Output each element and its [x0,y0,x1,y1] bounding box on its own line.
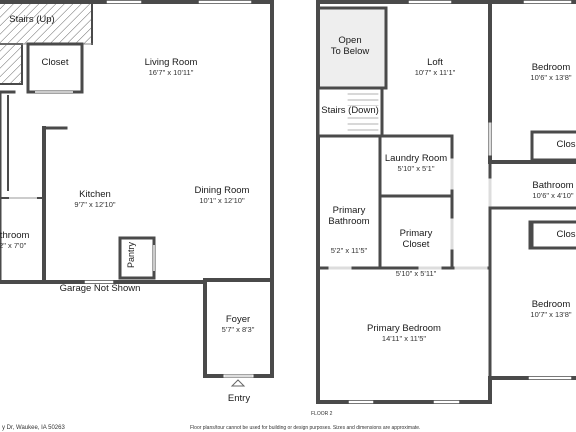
closet-a-label: Clos [556,139,576,150]
bathroom-label: athroom '2" x 7'0" [0,230,30,250]
closet-b-box [530,220,576,250]
stairs-up-hatch [0,2,92,44]
dining-room-label: Dining Room 10'1" x 12'10" [194,185,250,205]
entry-label: Entry [227,393,251,404]
primary-closet-label: Primary Closet 5'10" x 5'11" [395,228,437,278]
open-to-below-area [320,8,386,88]
disclaimer-text: Floor plans/tour cannot be used for buil… [190,425,421,431]
entry-arrow [230,379,246,387]
stairs-up-label: Stairs (Up) [9,14,55,25]
bedroom-top-label: Bedroom 10'6" x 13'8" [530,62,572,82]
living-room-label: Living Room 16'7" x 10'11" [144,57,198,77]
floor-1 [0,0,274,387]
foyer-label: Foyer 5'7" x 8'3" [221,314,255,334]
bedroom-bottom-label: Bedroom 10'7" x 13'8" [530,299,572,319]
closet-a-box [530,130,576,162]
laundry-room-label: Laundry Room 5'10" x 5'1" [384,153,448,173]
loft-label: Loft 10'7" x 11'1" [414,57,456,77]
primary-bedroom-label: Primary Bedroom 14'11" x 11'5" [367,323,441,343]
kitchen-label: Kitchen 9'7" x 12'10" [74,189,116,209]
floor-2 [316,0,576,404]
closet-b-label: Clos [556,229,576,240]
closet-label: Closet [41,57,69,68]
primary-bathroom-label: Primary Bathroom 5'2" x 11'5" [328,205,370,255]
floor-2-caption: FLOOR 2 [311,411,333,417]
open-to-below-label: Open To Below [330,35,370,58]
closet-box [26,42,84,94]
garage-label: Garage Not Shown [59,283,141,294]
address-text: y Dr, Waukee, IA 50263 [2,425,65,431]
stairs-down-label: Stairs (Down) [321,105,379,117]
bathroom-right-label: Bathroom 10'6" x 4'10" [532,180,574,200]
pantry-label: Pantry [126,241,136,268]
